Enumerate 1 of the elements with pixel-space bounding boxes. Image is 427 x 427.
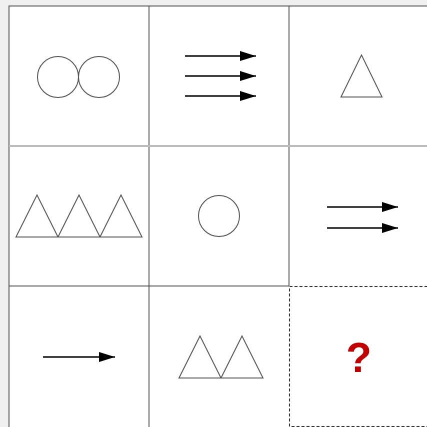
question-mark: ? bbox=[346, 337, 372, 379]
